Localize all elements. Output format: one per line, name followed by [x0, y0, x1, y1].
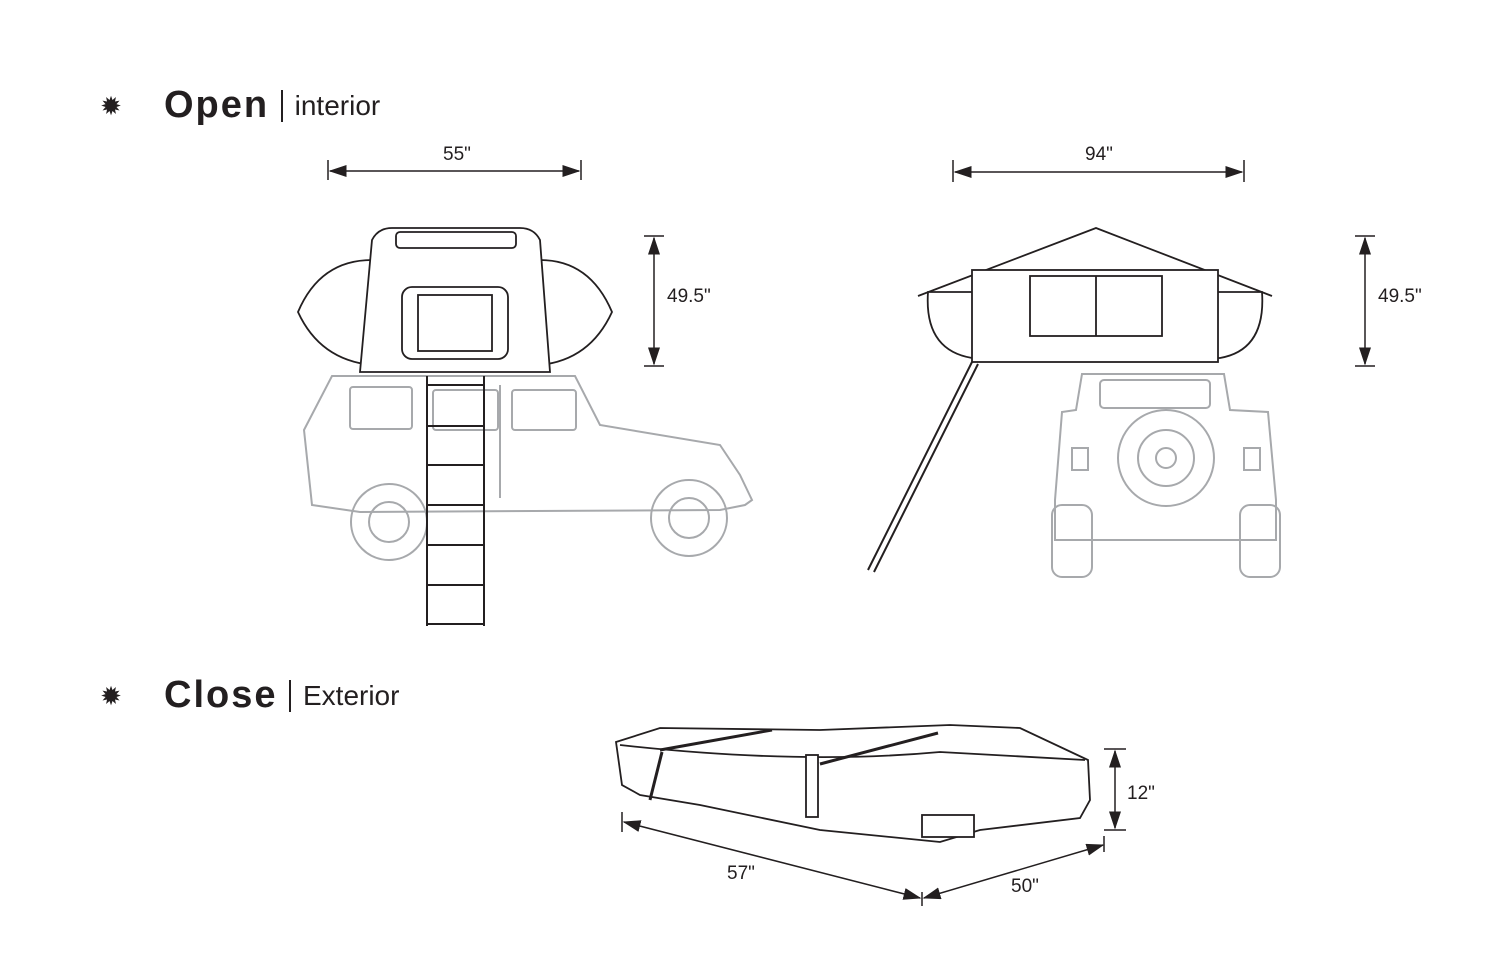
tent-closed-bag	[615, 724, 1091, 843]
dimension-label-rear-width: 94"	[1085, 144, 1113, 165]
dimension-label-closed-width: 50"	[1011, 876, 1039, 897]
dimension-line-closed-length	[621, 812, 1105, 906]
dimension-label-closed-height: 12"	[1127, 783, 1155, 804]
tent-open-rear-view	[917, 227, 1273, 363]
dimension-line-closed-height	[1104, 748, 1126, 831]
dimension-label-rear-height: 49.5"	[1378, 286, 1422, 307]
dimension-line-side-width	[327, 160, 582, 180]
dimension-label-closed-length: 57"	[727, 863, 755, 884]
dimension-line-side-height	[644, 235, 664, 367]
section-title: Open	[164, 84, 270, 126]
sun-icon: ✹	[100, 90, 122, 121]
section-title: Close	[164, 674, 278, 716]
tent-open-side-view	[297, 227, 613, 373]
divider	[289, 679, 291, 712]
jeep-rear-view	[1051, 373, 1281, 578]
ladder-side	[426, 376, 485, 626]
section-subtitle: interior	[294, 89, 381, 121]
divider	[281, 89, 283, 122]
dimension-line-rear-height	[1355, 235, 1375, 367]
section-header-close: ✹ Close Exterior	[96, 674, 399, 717]
dimension-line-rear-width	[952, 160, 1245, 182]
ladder-rear	[867, 361, 979, 573]
section-subtitle: Exterior	[302, 679, 400, 711]
sun-icon: ✹	[100, 680, 122, 711]
dimension-label-side-width: 55"	[443, 144, 471, 165]
section-header-open: ✹ Open interior	[96, 84, 380, 127]
dimension-label-side-height: 49.5"	[667, 286, 711, 307]
jeep-side-view	[302, 375, 754, 561]
